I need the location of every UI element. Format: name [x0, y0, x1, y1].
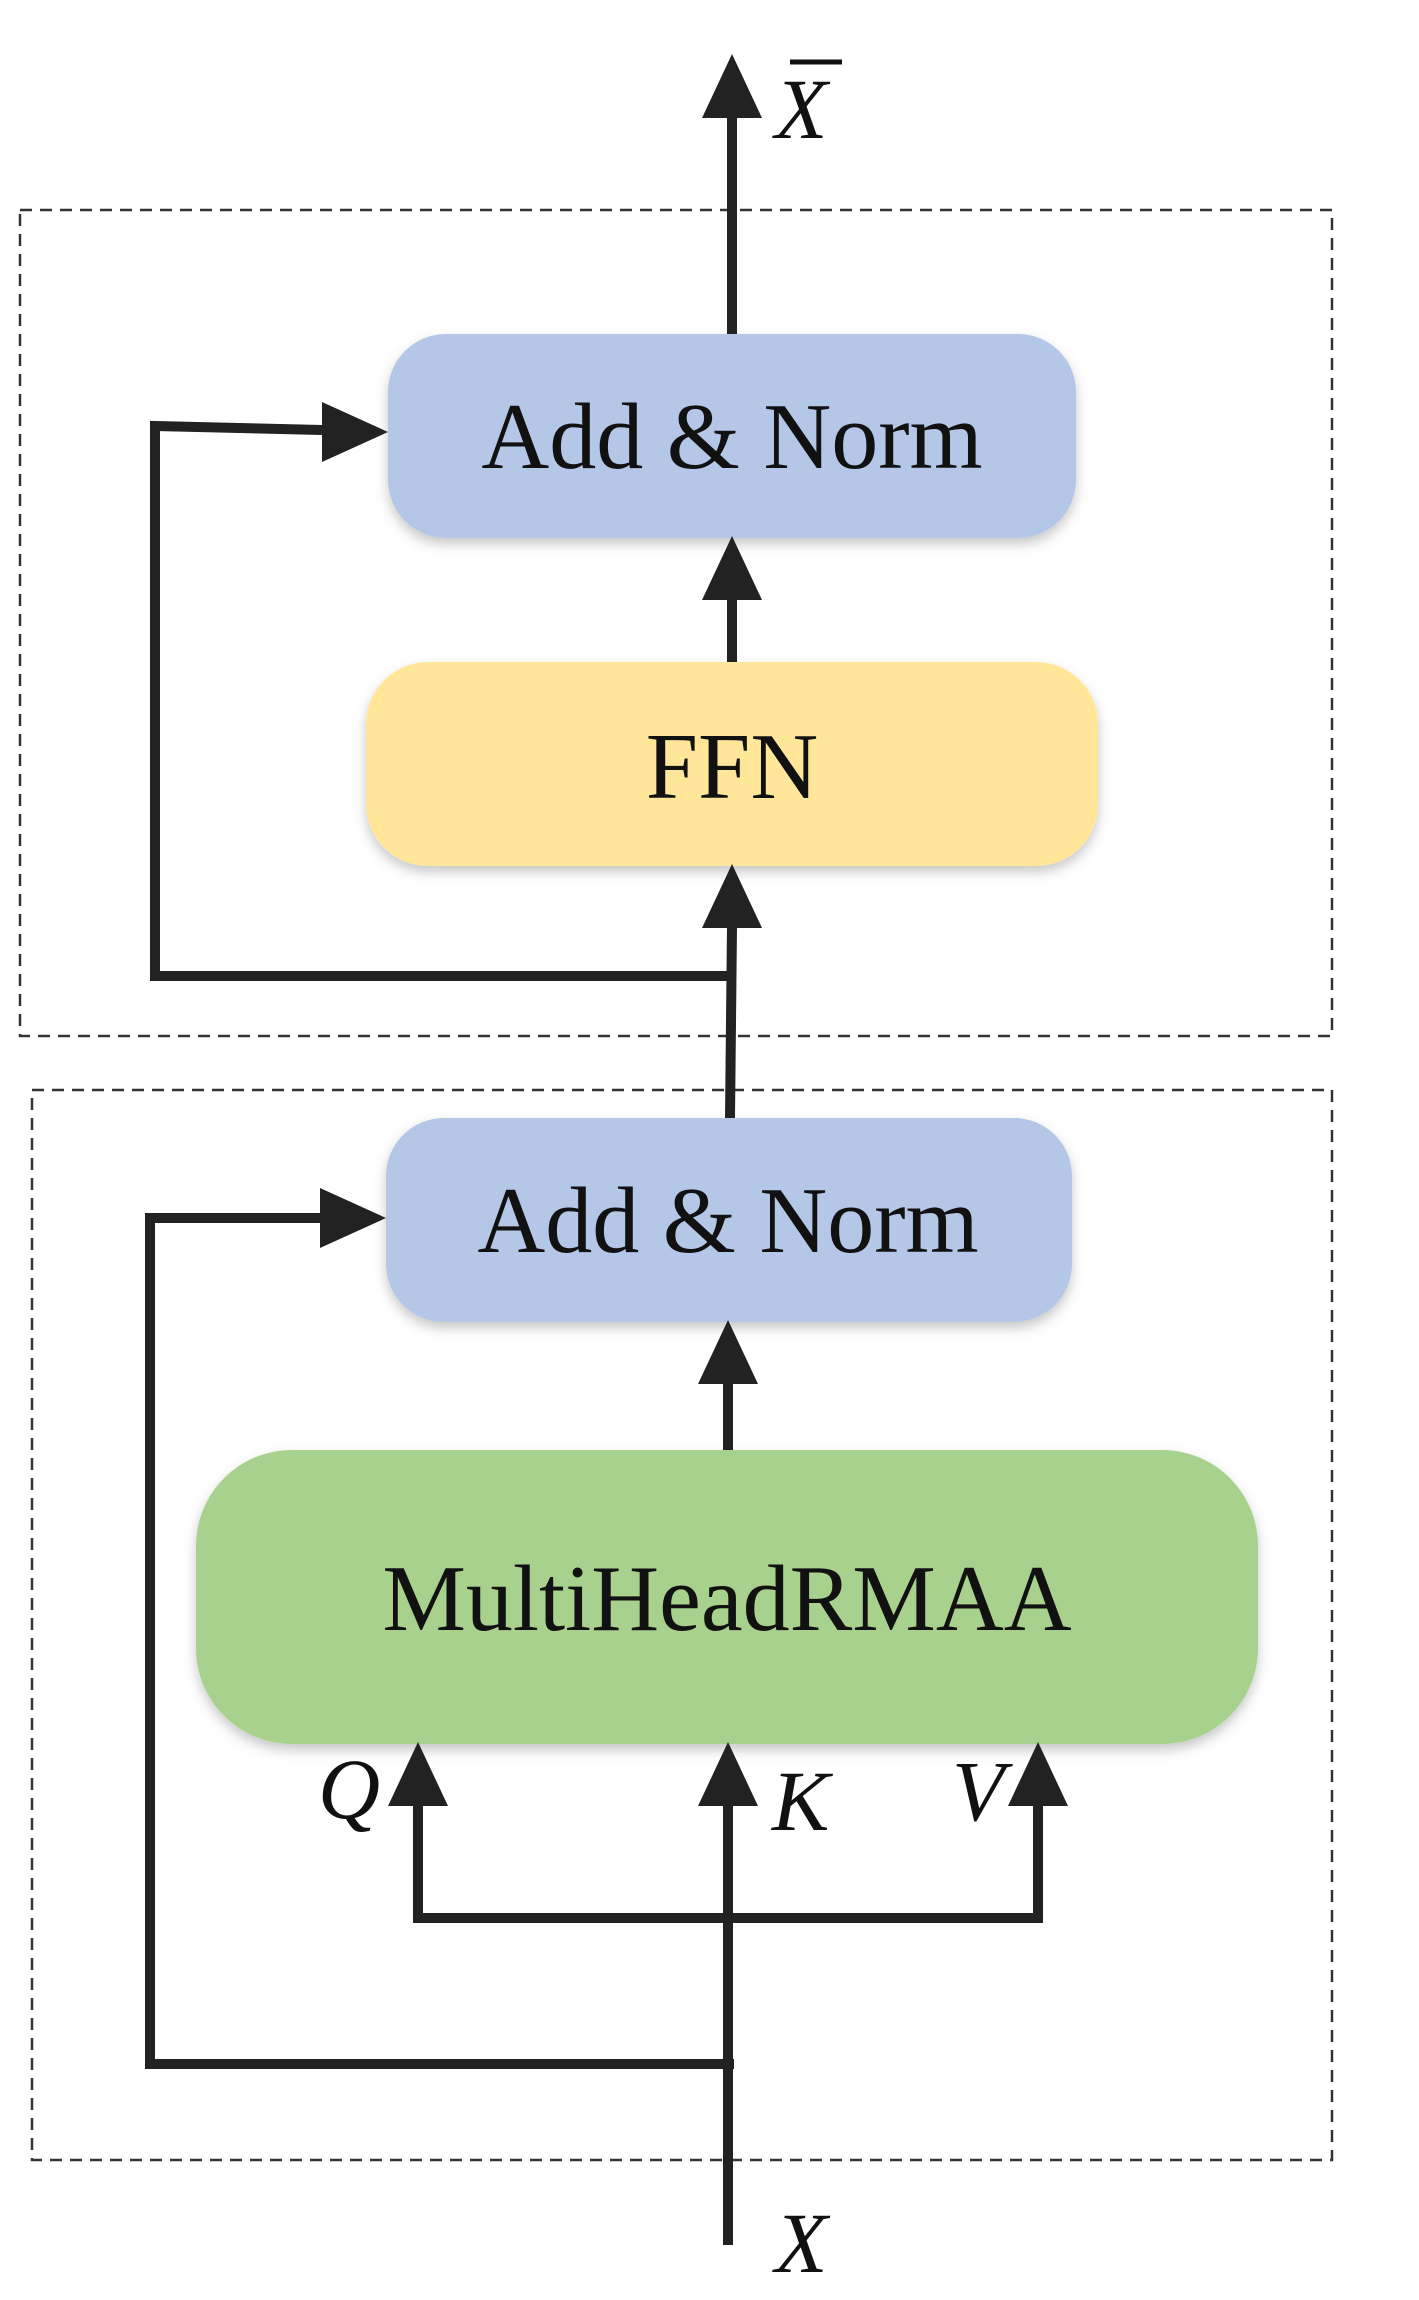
multihead-rmaa-rect [196, 1450, 1258, 1744]
add-norm-top-box: Add & Norm [388, 334, 1076, 538]
multihead-rmaa-box: MultiHeadRMAA [196, 1450, 1258, 1744]
add-norm-top-rect [388, 334, 1076, 538]
connectors [145, 112, 1043, 2245]
ffn-label: FFN [646, 715, 818, 819]
addnorm-to-ffn-line [725, 925, 737, 1119]
query-label: Q [318, 1741, 380, 1837]
value-label: V [952, 1743, 1013, 1839]
ffn-arrowhead [702, 864, 762, 928]
add-norm-bottom-rect [386, 1118, 1072, 1322]
input-label: X [772, 2195, 831, 2291]
upper-block-outline [18, 208, 1334, 1038]
lower-residual-line [145, 1213, 734, 2069]
bottom-addnorm-arrowhead [698, 1320, 758, 1384]
top-addnorm-arrowhead [702, 536, 762, 600]
add-norm-bottom-label: Add & Norm [477, 1169, 978, 1273]
add-norm-bottom-box: Add & Norm [386, 1118, 1072, 1322]
key-arrowhead [698, 1742, 758, 1806]
key-label: K [770, 1753, 834, 1849]
lower-block-outline [30, 1088, 1334, 2162]
arrowheads [320, 54, 1068, 1806]
multihead-rmaa-label: MultiHeadRMAA [382, 1547, 1071, 1651]
output-arrowhead [702, 54, 762, 118]
ffn-box: FFN [366, 662, 1098, 866]
query-arrowhead [388, 1742, 448, 1806]
variable-labels: X Q K V X [318, 59, 1013, 2291]
ffn-rect [366, 662, 1098, 866]
add-norm-top-label: Add & Norm [481, 385, 982, 489]
value-arrowhead [1008, 1742, 1068, 1806]
qv-split-line [413, 1804, 1043, 1923]
upper-residual-line [150, 420, 734, 981]
lower-residual-arrowhead [320, 1188, 386, 1248]
output-label: X [772, 61, 831, 157]
upper-residual-arrowhead [322, 402, 388, 462]
